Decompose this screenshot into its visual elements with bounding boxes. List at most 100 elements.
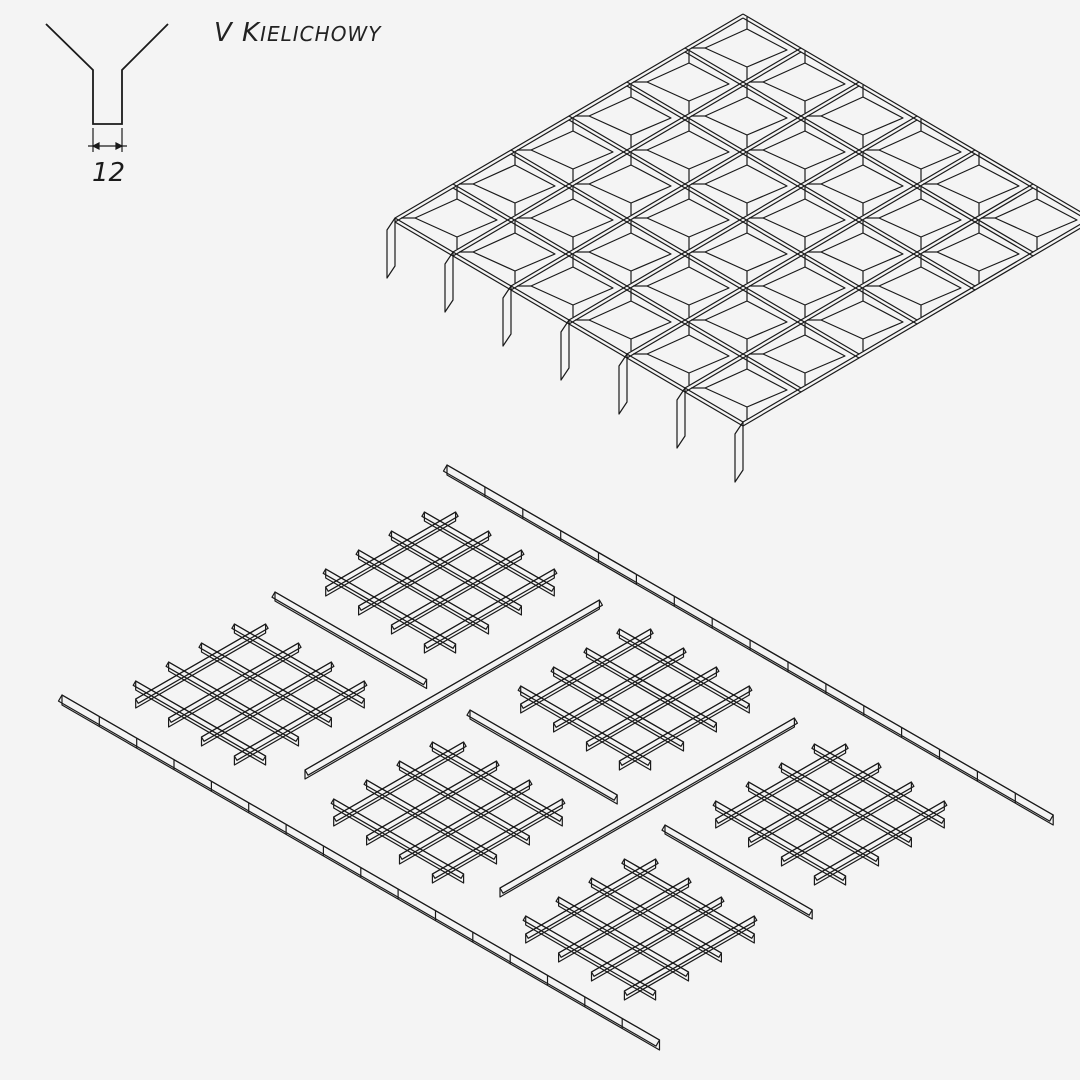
module-bar-b (618, 685, 753, 771)
grid-cell (807, 289, 904, 351)
grid-cell (865, 119, 962, 181)
module-bar-b (200, 661, 335, 747)
module-bar-a (165, 661, 300, 747)
grid-cell (807, 221, 904, 283)
grid-cell (691, 221, 788, 283)
grid-cell (691, 17, 788, 79)
module-bar-a (355, 549, 490, 635)
module-bar-a (616, 628, 750, 714)
dimension-line (88, 128, 127, 152)
module-bar-b (398, 779, 533, 865)
cross-tee (452, 183, 802, 393)
cross-tee (394, 217, 744, 427)
grid-cell (575, 85, 672, 147)
module-bar-a (588, 877, 722, 963)
grid-cell (459, 153, 556, 215)
module-bar-a (621, 858, 755, 944)
single-tee-2 (466, 709, 618, 805)
grid-module-4 (330, 741, 566, 884)
grid-cell (633, 51, 730, 113)
cross-tee (626, 81, 976, 291)
grid-cell (575, 289, 672, 351)
grid-cell (517, 187, 614, 249)
module-bar-b (520, 628, 654, 714)
grid-cell (575, 153, 672, 215)
grid-cell (691, 357, 788, 419)
dimension-label: 12 (92, 158, 125, 188)
grid-module-3 (517, 628, 753, 771)
module-bar-a (555, 896, 690, 982)
module-bar-b (590, 896, 725, 982)
grid-cell (807, 85, 904, 147)
single-tee-3 (661, 824, 813, 920)
module-bar-a (811, 743, 945, 829)
grid-cell (749, 255, 846, 317)
grid-cell (807, 153, 904, 215)
grid-cell (633, 323, 730, 385)
grid-cell (691, 153, 788, 215)
module-bar-b (333, 741, 467, 827)
module-bar-b (390, 549, 525, 635)
module-bar-a (322, 568, 457, 654)
module-bar-a (745, 781, 880, 867)
grid-cell (749, 119, 846, 181)
module-bar-b (431, 798, 566, 884)
assembled-ceiling-grid (386, 13, 1080, 483)
module-bar-a (421, 511, 555, 597)
grid-cell (401, 187, 498, 249)
module-bar-a (778, 762, 912, 848)
grid-module-2 (132, 623, 368, 766)
module-bar-b (325, 511, 459, 597)
grid-cell (459, 221, 556, 283)
grid-cell (575, 221, 672, 283)
module-bar-b (358, 530, 492, 616)
module-bar-a (330, 798, 465, 884)
title-initial: V K (214, 18, 261, 48)
grid-module-5 (712, 743, 948, 886)
grid-module-1 (322, 511, 558, 654)
grid-cell (691, 85, 788, 147)
module-bar-a (198, 642, 332, 728)
main-runner-long-left (57, 694, 661, 1051)
module-bar-b (558, 877, 692, 963)
grid-cell (981, 187, 1078, 249)
profile-section-icon (45, 23, 169, 125)
module-bar-a (517, 685, 652, 771)
module-bar-a (583, 647, 717, 733)
module-bar-a (396, 760, 530, 846)
exploded-components (57, 464, 1054, 1051)
module-bar-b (748, 762, 882, 848)
single-tee-5 (499, 717, 798, 898)
module-bar-b (813, 800, 948, 886)
cross-tee (568, 115, 918, 325)
module-bar-b (623, 915, 758, 1001)
module-bar-b (423, 568, 558, 654)
module-bar-a (363, 779, 498, 865)
module-bar-a (522, 915, 657, 1001)
module-bar-b (366, 760, 500, 846)
grid-cell (749, 323, 846, 385)
module-bar-a (712, 800, 847, 886)
grid-cell (633, 255, 730, 317)
module-bar-b (135, 623, 269, 709)
module-bar-a (550, 666, 685, 752)
grid-cell (865, 187, 962, 249)
grid-cell (923, 221, 1020, 283)
grid-cell (517, 119, 614, 181)
module-bar-b (553, 647, 687, 733)
module-bar-b (525, 858, 659, 944)
module-bar-b (715, 743, 849, 829)
module-bar-b (585, 666, 720, 752)
grid-cell (691, 289, 788, 351)
module-bar-b (780, 781, 915, 867)
module-bar-b (168, 642, 302, 728)
main-runner-long-right (442, 464, 1054, 826)
grid-cell (749, 187, 846, 249)
grid-cell (633, 119, 730, 181)
title-rest: IELICHOWY (260, 22, 382, 46)
grid-cell (633, 187, 730, 249)
grid-cell (865, 255, 962, 317)
module-bar-b (233, 680, 368, 766)
module-bar-a (388, 530, 522, 616)
